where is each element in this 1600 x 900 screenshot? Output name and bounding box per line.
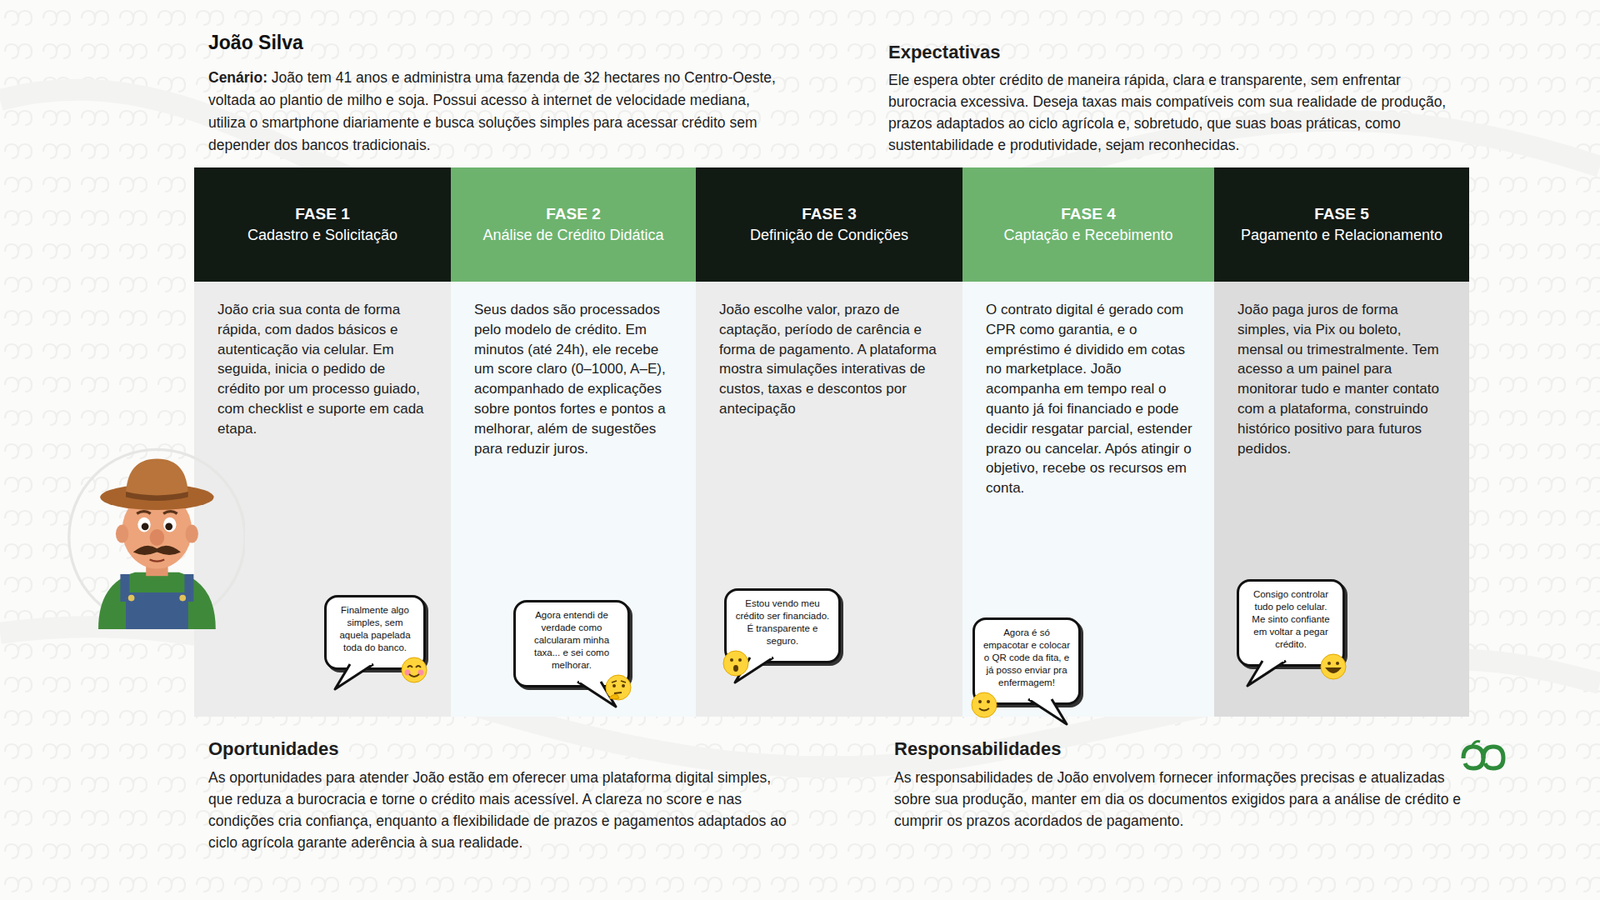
speech-bubble: Estou vendo meu crédito ser financiado. … <box>724 588 841 664</box>
phase-number: FASE 2 <box>540 205 605 224</box>
bubble-tail <box>1247 660 1301 690</box>
phase-description: João paga juros de forma simples, via Pi… <box>1214 281 1470 459</box>
journey-phase: FASE 2 Análise de Crédito DidáticaSeus da… <box>450 167 696 717</box>
emoji-face <box>721 649 750 678</box>
speech-bubble: Consigo controlar tudo pelo celular. Me … <box>1236 579 1345 667</box>
phase-header: FASE 3 Definição de Condições <box>695 167 963 282</box>
phase-title: Cadastro e Solicitação <box>242 226 403 245</box>
quote-text: Consigo controlar tudo pelo celular. Me … <box>1246 588 1335 651</box>
phase-description: João escolhe valor, prazo de captação, p… <box>695 281 963 420</box>
speech-bubble: Finalmente algo simples, sem aquela pape… <box>324 595 426 670</box>
phase-title: Pagamento e Relacionamento <box>1235 226 1448 245</box>
persona-name: João Silva <box>208 31 304 55</box>
journey-phase: FASE 3 Definição de CondiçõesJoão escolhe… <box>695 167 963 717</box>
phase-title: Análise de Crédito Didática <box>477 226 669 245</box>
emoji-face <box>400 655 429 685</box>
journey-phase: FASE 5 Pagamento e RelacionamentoJoão pag… <box>1214 167 1470 717</box>
section-text: As responsabilidades de João envolvem fo… <box>894 766 1461 832</box>
emoji-face <box>970 690 999 720</box>
speech-bubble: Agora entendi de verdade como calcularam… <box>513 600 630 688</box>
phase-header: FASE 2 Análise de Crédito Didática <box>450 167 696 282</box>
phase-header: FASE 5 Pagamento e Relacionamento <box>1214 167 1470 282</box>
bubble-tail <box>1016 699 1070 728</box>
phase-description: Seus dados são processados pelo modelo d… <box>450 281 696 459</box>
quote-text: Agora é só empacotar e colocar o QR code… <box>982 626 1071 690</box>
emoji-face <box>1319 652 1348 681</box>
quote-text: Finalmente algo simples, sem aquela pape… <box>334 604 416 655</box>
bubble-tail <box>335 664 389 693</box>
journey-phase: FASE 4 Captação e Recebimento O contrato d… <box>962 167 1215 717</box>
section-text: Ele espera obter crédito de maneira rápi… <box>888 69 1472 156</box>
quote-text: Estou vendo meu crédito ser financiado. … <box>734 597 831 648</box>
phase-header: FASE 1 Cadastro e Solicitação <box>194 167 451 282</box>
phase-number: FASE 3 <box>796 205 861 224</box>
farmer-avatar <box>61 445 245 630</box>
scenario-paragraph: Cenário: João tem 41 anos e administra u… <box>208 66 784 157</box>
section-text: As oportunidades para atender João estão… <box>208 766 792 854</box>
scenario-label: Cenário: <box>208 69 268 86</box>
phase-title: Definição de Condições <box>745 226 914 245</box>
section-heading: Expectativas <box>888 41 1472 64</box>
phase-header: FASE 4 Captação e Recebimento <box>962 167 1215 282</box>
emoji-face <box>604 673 633 702</box>
speech-bubble: Agora é só empacotar e colocar o QR code… <box>972 617 1081 705</box>
phase-description: João cria sua conta de forma rápida, com… <box>194 281 451 440</box>
phase-description: O contrato digital é gerado com CPR como… <box>962 281 1215 499</box>
scenario-text: João tem 41 anos e administra uma fazend… <box>208 69 776 154</box>
phase-number: FASE 1 <box>290 205 355 224</box>
quote-text: Agora entendi de verdade como calcularam… <box>523 609 620 672</box>
journey-phase: FASE 1 Cadastro e SolicitaçãoJoão cria su… <box>194 167 451 717</box>
section-heading: Oportunidades <box>208 738 792 760</box>
phase-title: Captação e Recebimento <box>998 226 1178 245</box>
phase-number: FASE 4 <box>1055 205 1120 224</box>
section-heading: Responsabilidades <box>894 738 1461 760</box>
phase-number: FASE 5 <box>1309 205 1374 224</box>
brand-logo <box>1458 738 1509 775</box>
